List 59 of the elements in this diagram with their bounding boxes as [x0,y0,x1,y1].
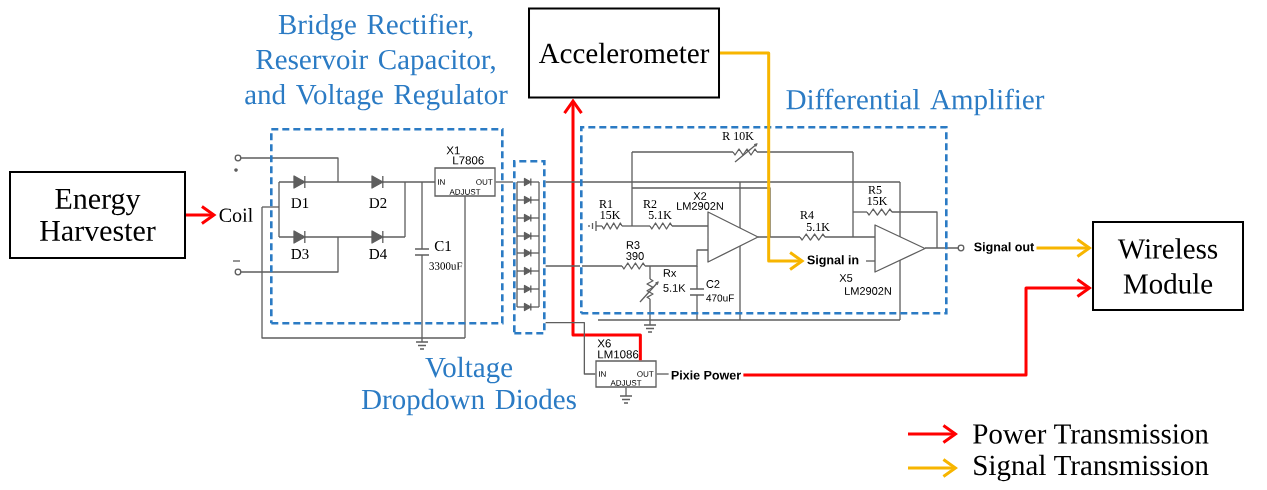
part-label: X1 [446,146,460,155]
module-box: Energy Harvester [9,171,186,259]
part-label: L7806 [453,156,484,165]
regulator-box: IN OUT ADJUST [595,360,657,388]
component-label: R3 [626,241,640,249]
part-label: LM2902N [677,202,723,210]
node-label: ADJUST [610,380,642,386]
part-label: X5 [839,274,853,282]
node-label: IN [599,371,606,377]
module-box: Wireless Module [1092,221,1244,311]
part-label: LM2902N [845,287,891,295]
component-label: Rx [663,269,677,277]
power-label: Pixie Power [671,370,741,380]
arrow [1036,238,1092,258]
component-value: 15K [600,211,621,220]
node-label: OUT [637,371,654,377]
node-label: OUT [476,179,493,185]
component-label: C1 [434,240,451,252]
wire [544,181,581,183]
regulator-box: IN OUT ADJUST [434,167,496,197]
wire [656,373,670,375]
arrow [743,278,1092,377]
port-label: Coil [219,208,253,223]
component-label: R5 [868,186,882,194]
wire [495,181,514,183]
node-label: IN [438,179,445,185]
arrow [186,205,217,225]
signal-label: Signal in [807,255,859,267]
component-value: 15K [867,197,888,206]
component-label: D3 [291,248,309,260]
group-heading: Voltage Dropdown Diodes [361,356,576,416]
component-label: D1 [291,198,309,208]
wire [544,265,581,267]
component-value: 470uF [706,294,734,302]
module-box: Accelerometer [528,7,720,99]
component-label: R1 [599,200,613,208]
node-label: ADJUST [449,189,481,195]
component-label: D2 [369,198,387,208]
arrow [563,98,642,361]
component-value: 5.1K [648,210,672,220]
component-value: 3300uF [429,262,463,270]
group-heading: Bridge Rectifier, Reservoir Capacitor, and Voltage Regulator [245,13,508,111]
component-value: 5.1K [806,222,830,232]
wire [544,321,596,375]
part-label: X2 [693,192,707,200]
arrow [720,51,805,271]
legend-label: Power Transmission [973,424,1209,444]
component-label: R 10K [722,131,754,141]
component-label: D4 [369,249,387,259]
signal-label: Signal out [974,242,1035,254]
component-label: R4 [800,211,814,219]
group-heading: Differential Amplifier [786,88,1045,116]
component-label: R2 [643,200,657,208]
part-label: X6 [597,339,611,348]
component-label: C2 [706,280,720,288]
component-value: 5.1K [663,284,686,292]
component-value: 390 [626,252,644,260]
legend-label: Signal Transmission [974,454,1209,482]
part-label: LM1086 [598,350,639,359]
